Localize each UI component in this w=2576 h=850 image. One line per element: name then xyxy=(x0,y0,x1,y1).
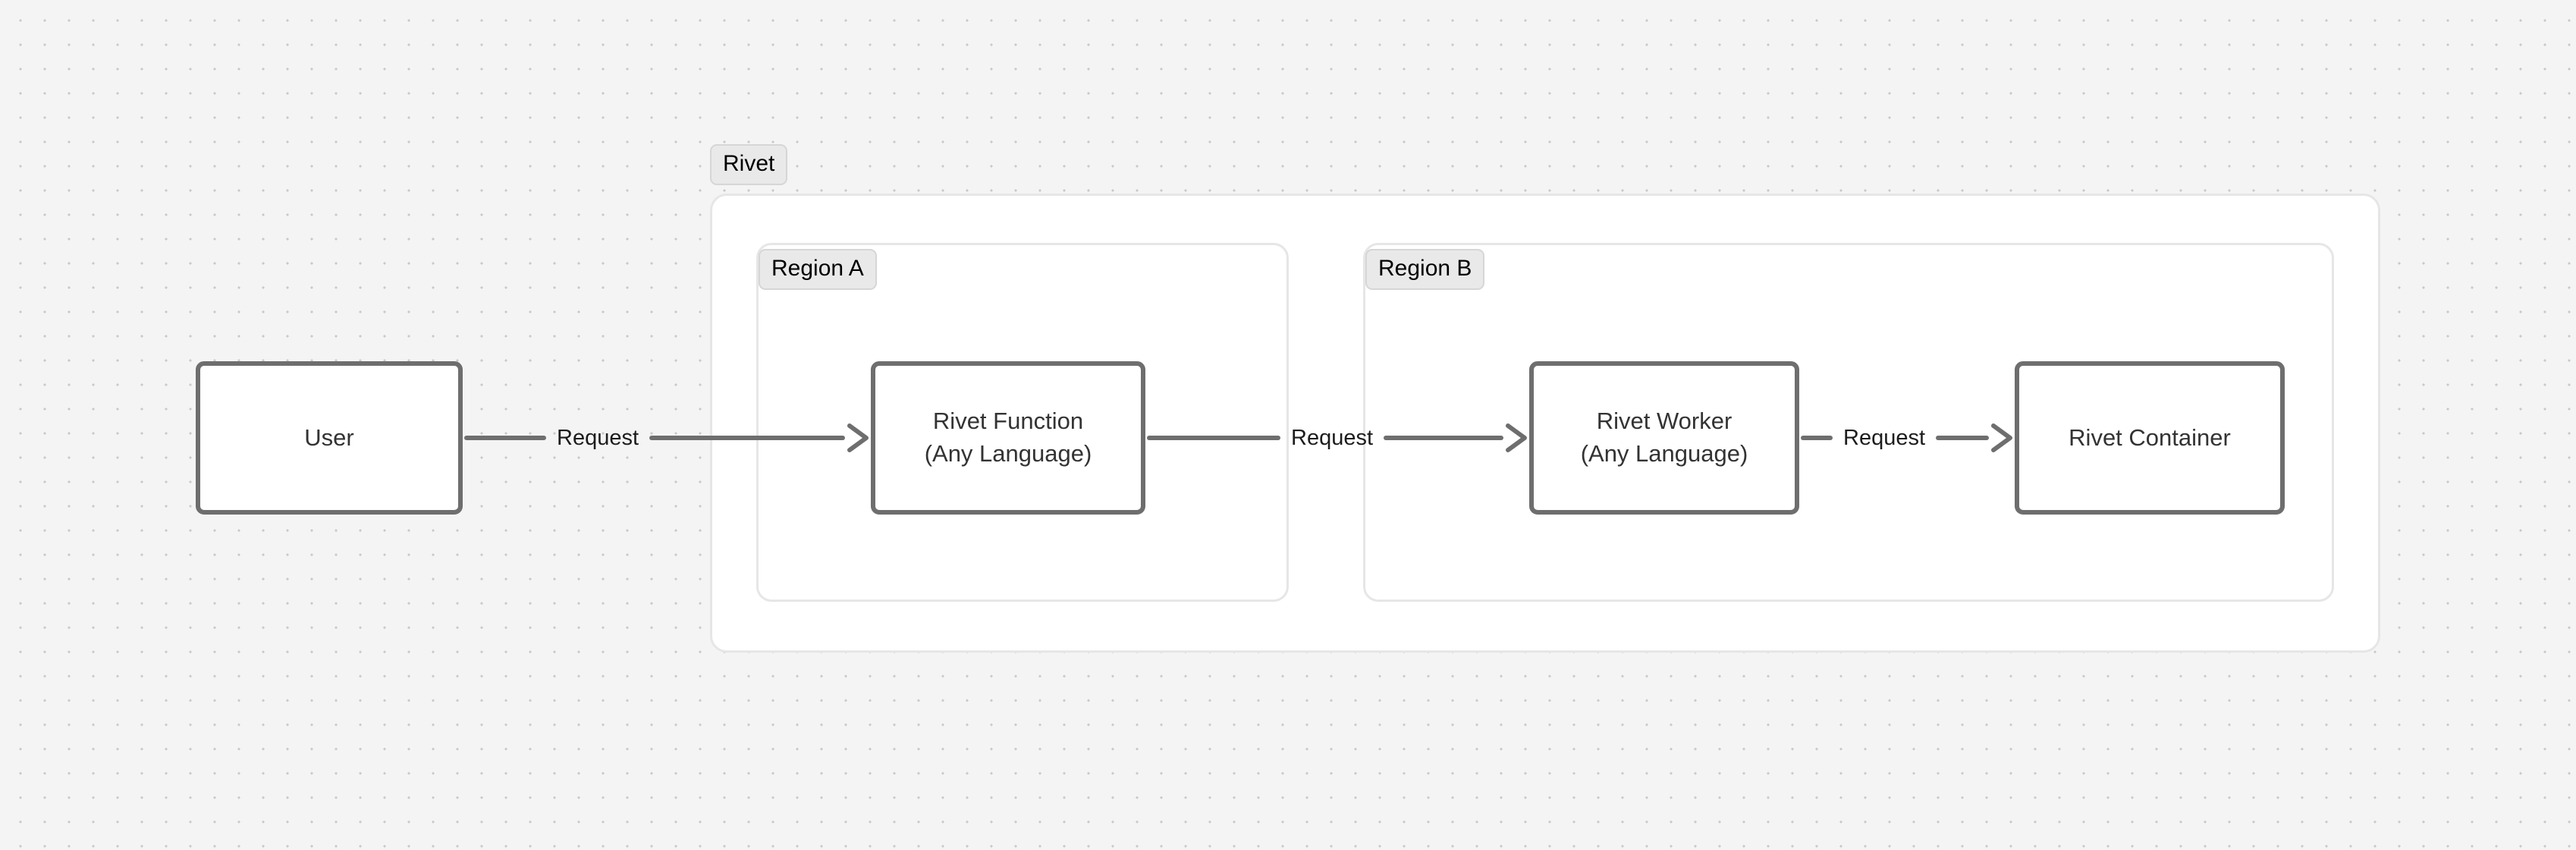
edge-line-segment xyxy=(1936,436,1989,440)
node-rivet-container-label: Rivet Container xyxy=(2069,423,2231,451)
node-rivet-function[interactable]: Rivet Function (Any Language) xyxy=(871,361,1145,515)
edge-rivet-worker-to-rivet-container: Request xyxy=(1801,420,2015,456)
node-rivet-function-label: Rivet Function xyxy=(932,408,1084,435)
node-rivet-worker-label: Rivet Worker xyxy=(1596,408,1733,435)
node-user[interactable]: User xyxy=(196,361,463,515)
cluster-label-region-a: Region A xyxy=(759,249,877,290)
arrow-right-icon xyxy=(1506,423,1527,452)
node-rivet-worker[interactable]: Rivet Worker (Any Language) xyxy=(1529,361,1799,515)
node-rivet-function-sublabel: (Any Language) xyxy=(924,440,1092,467)
edge-line-segment xyxy=(1801,436,1833,440)
arrow-right-icon xyxy=(847,423,869,452)
edge-label-request: Request xyxy=(557,425,639,450)
node-rivet-container[interactable]: Rivet Container xyxy=(2015,361,2285,515)
edge-label-request: Request xyxy=(1291,425,1374,450)
arrow-right-icon xyxy=(1991,423,2012,452)
edge-line-segment xyxy=(649,436,845,440)
edge-rivet-function-to-rivet-worker: Request xyxy=(1147,420,1529,456)
edge-line-segment xyxy=(1147,436,1280,440)
edge-label-request: Request xyxy=(1843,425,1926,450)
edge-user-to-rivet-function: Request xyxy=(464,420,871,456)
edge-line-segment xyxy=(464,436,546,440)
edge-line-segment xyxy=(1384,436,1503,440)
cluster-label-rivet: Rivet xyxy=(710,144,788,185)
node-user-label: User xyxy=(304,423,354,451)
node-rivet-worker-sublabel: (Any Language) xyxy=(1580,440,1748,467)
cluster-label-region-b: Region B xyxy=(1365,249,1485,290)
